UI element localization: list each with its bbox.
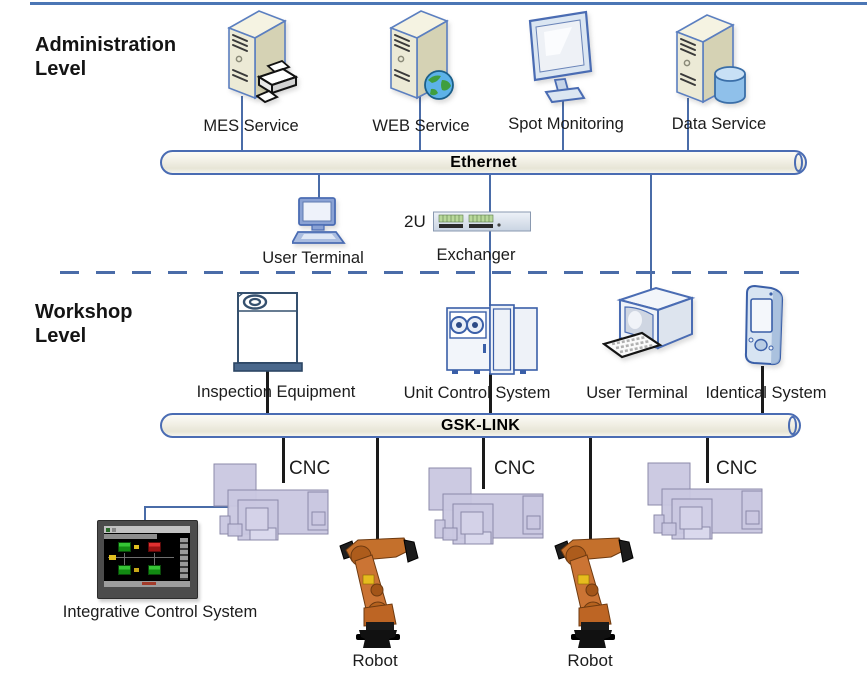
robot-icon	[554, 537, 634, 648]
connector-gsklink-cnc1	[282, 437, 285, 483]
workshop-level-title-line2: Level	[35, 325, 87, 348]
network-switch-icon	[433, 211, 531, 232]
connector-ethernet-unit-control	[489, 174, 491, 306]
label-mes-service: MES Service	[203, 117, 299, 135]
connector-gsklink-cnc2	[482, 437, 485, 489]
ethernet-bus: Ethernet	[160, 150, 807, 175]
connector-ics-horizontal	[144, 506, 230, 508]
cnc-machine-icon	[213, 463, 329, 541]
connector-gsklink-robot1	[376, 437, 379, 543]
connector-unitcontrol-gsklink	[489, 373, 492, 413]
connector-ethernet-workshop-terminal	[650, 174, 652, 290]
desktop-computer-icon	[292, 197, 346, 244]
scada-screen-content	[104, 526, 190, 587]
label-robot-2: Robot	[567, 651, 613, 670]
top-border-line	[30, 2, 867, 5]
connector-inspection-gsklink	[266, 370, 269, 413]
label-integrative-control-system: Integrative Control System	[62, 603, 258, 621]
scada-screen-icon	[97, 520, 198, 599]
admin-level-title-line1: Administration	[35, 34, 177, 56]
label-workshop-user-terminal: User Terminal	[586, 384, 688, 402]
label-unit-control-system: Unit Control System	[403, 384, 551, 402]
connector-ethernet-user-terminal	[318, 174, 320, 199]
label-exchanger: Exchanger	[436, 246, 516, 264]
pda-icon	[744, 284, 784, 366]
connector-ics-vertical	[144, 506, 146, 522]
connector-data-ethernet	[687, 98, 689, 150]
connector-spot-ethernet	[562, 98, 564, 150]
connector-web-ethernet	[419, 96, 421, 150]
printer-icon	[256, 59, 299, 104]
cnc-machine-icon	[428, 467, 544, 545]
database-icon	[714, 66, 746, 104]
connector-gsklink-cnc3	[706, 437, 709, 483]
ethernet-bus-endcap	[794, 153, 803, 172]
label-admin-user-terminal: User Terminal	[262, 249, 364, 267]
label-identical-system: Identical System	[705, 384, 827, 402]
level-separator-dashed-line	[60, 271, 812, 274]
ethernet-bus-label: Ethernet	[450, 153, 517, 171]
inspection-equipment-icon	[233, 292, 303, 372]
crt-terminal-icon	[602, 286, 696, 359]
robot-icon	[339, 537, 419, 648]
monitor-icon	[528, 10, 593, 104]
label-robot-1: Robot	[352, 651, 398, 670]
connector-identical-gsklink	[761, 366, 764, 413]
label-cnc-2: CNC	[494, 458, 536, 479]
gsk-link-bus: GSK-LINK	[160, 413, 801, 438]
control-cabinet-icon	[446, 304, 538, 375]
label-cnc-1: CNC	[289, 458, 331, 479]
globe-icon	[424, 70, 454, 100]
cnc-machine-icon	[647, 462, 763, 540]
server-tower-icon	[675, 14, 735, 104]
label-cnc-3: CNC	[716, 458, 758, 479]
workshop-level-title-line1: Workshop	[35, 301, 133, 323]
connector-gsklink-robot2	[589, 437, 592, 543]
label-data-service: Data Service	[671, 115, 767, 133]
gsk-link-bus-endcap	[788, 416, 797, 435]
gsk-link-bus-label: GSK-LINK	[441, 416, 520, 434]
connector-mes-ethernet	[241, 96, 243, 150]
admin-level-title: Administration Level	[35, 33, 176, 82]
label-inspection-equipment: Inspection Equipment	[196, 383, 356, 401]
admin-level-title-line2: Level	[35, 58, 87, 81]
label-exchanger-size: 2U	[404, 212, 426, 231]
label-web-service: WEB Service	[372, 117, 470, 135]
server-tower-icon	[389, 10, 449, 100]
label-spot-monitoring: Spot Monitoring	[508, 115, 624, 133]
workshop-level-title: Workshop Level	[35, 300, 132, 349]
